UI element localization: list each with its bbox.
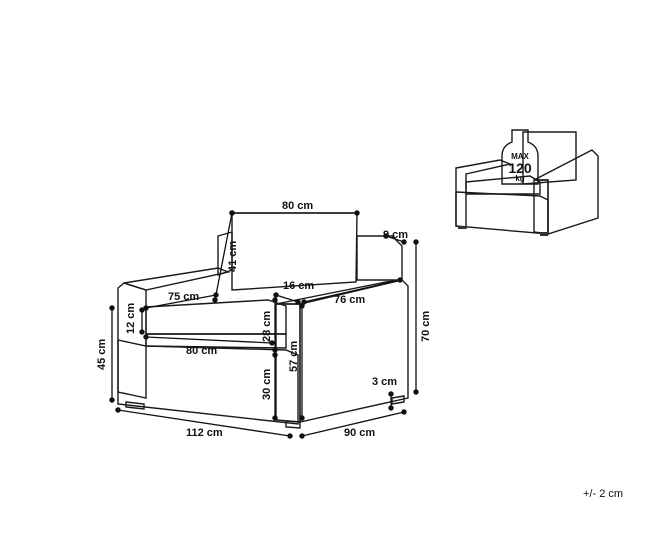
dim-line-seat-depth <box>143 292 219 311</box>
dim-line-seat-width <box>143 334 275 346</box>
label-backrest-width: 80 cm <box>282 200 313 212</box>
label-cushion-thickness: 12 cm <box>125 303 137 334</box>
label-total-width: 112 cm <box>186 427 223 439</box>
max-load-weight-icon: MAX 120 kg <box>501 129 539 185</box>
label-seat-height: 45 cm <box>96 339 108 370</box>
max-load-value: 120 <box>508 160 532 176</box>
thumb-right-arm-front <box>533 179 549 235</box>
label-armrest-length: 76 cm <box>334 294 365 306</box>
dim-line-total-width <box>115 407 293 439</box>
chair-front-base <box>117 339 299 425</box>
label-armrest-above-seat: 28 cm <box>261 311 273 342</box>
back-cushion <box>231 212 358 291</box>
label-backrest-height: 41 cm <box>227 241 239 272</box>
thumbnail-armchair: MAX 120 kg <box>455 129 599 236</box>
dim-line-armrest-depth <box>273 292 301 305</box>
dim-line-backrest-height <box>212 210 235 303</box>
dim-line-total-depth <box>299 409 407 439</box>
dim-line-armrest-length <box>301 277 403 305</box>
label-total-depth: 90 cm <box>344 427 375 439</box>
thumb-leg-left <box>458 226 466 229</box>
thumb-seat-cushion <box>465 175 541 195</box>
label-side-height: 57 cm <box>288 341 300 372</box>
label-seat-depth: 75 cm <box>168 291 199 303</box>
seat-cushion <box>145 299 287 335</box>
thumb-back-cushion <box>522 131 577 185</box>
left-armrest <box>123 267 231 291</box>
label-armrest-depth: 16 cm <box>283 280 314 292</box>
label-total-height: 70 cm <box>420 311 432 342</box>
max-load-label: MAX <box>511 152 529 161</box>
dimension-lines <box>109 210 419 439</box>
max-load-unit: kg <box>515 174 524 183</box>
chair-back-frame-right <box>356 235 403 281</box>
label-base-height: 30 cm <box>261 369 273 400</box>
label-armrest-width: 9 cm <box>383 229 408 241</box>
tolerance-note: +/- 2 cm <box>583 488 623 500</box>
thumb-leg-right <box>540 232 548 236</box>
dim-line-armrest-width <box>383 233 407 245</box>
label-seat-width: 80 cm <box>186 345 217 357</box>
label-leg-height: 3 cm <box>372 376 397 388</box>
dimension-labels: 80 cm 41 cm 9 cm 16 cm 76 cm 75 cm 12 cm… <box>96 200 432 439</box>
thumb-right-arm-side <box>533 149 599 235</box>
weight-bottle-shape <box>501 129 539 185</box>
